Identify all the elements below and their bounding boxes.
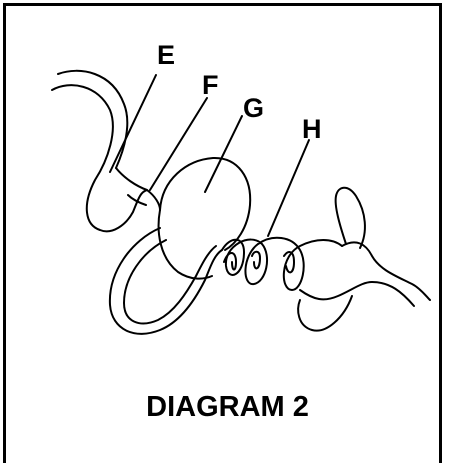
label-e: E <box>157 42 175 69</box>
right-lower-lobe <box>298 296 352 331</box>
right-upper-lobe <box>336 188 365 248</box>
coil-outer <box>222 238 342 290</box>
left-lobe-outline <box>52 85 147 231</box>
label-g: G <box>243 95 264 122</box>
oval-body-outline <box>160 158 250 250</box>
pointer-line-g <box>205 116 242 192</box>
pointer-line-f <box>150 98 207 190</box>
junction-outline <box>116 168 160 210</box>
right-branch-lower <box>300 282 414 306</box>
diagram-caption: DIAGRAM 2 <box>0 393 455 422</box>
tube-loop-inner <box>124 240 216 323</box>
label-f: F <box>202 72 219 99</box>
oval-body-lower <box>159 210 212 279</box>
right-branch-outline <box>342 242 430 300</box>
pointer-line-h <box>268 140 309 236</box>
tube-loop-outer <box>110 228 222 334</box>
label-h: H <box>302 116 322 143</box>
reproductive-organ-drawing <box>0 0 455 450</box>
